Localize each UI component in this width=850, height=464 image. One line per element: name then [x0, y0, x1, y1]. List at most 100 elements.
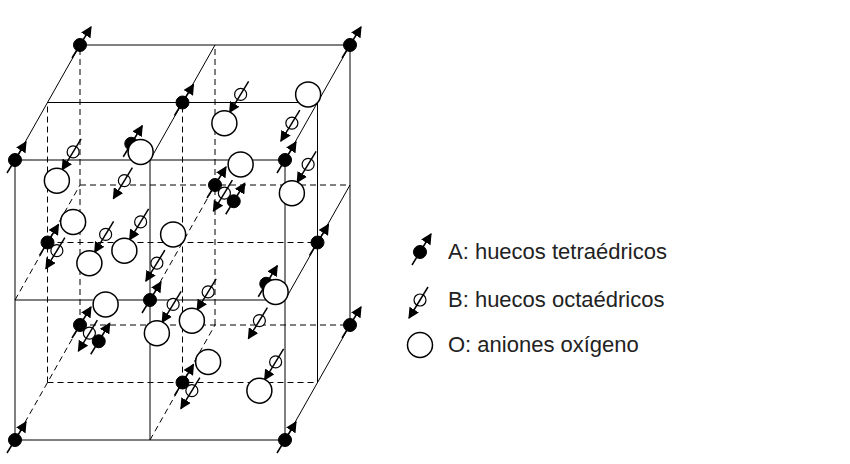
tetrahedral-site	[311, 236, 324, 249]
spin-arrow	[46, 238, 65, 269]
spin-arrow	[113, 168, 132, 199]
lattice-atom	[91, 323, 110, 354]
spin-arrow	[342, 27, 361, 58]
cell-edge	[80, 45, 350, 46]
lattice-atom	[112, 238, 137, 263]
legend-symbol	[398, 230, 442, 274]
spin-arrow	[181, 378, 200, 409]
cell-edges	[15, 45, 350, 440]
tetrahedral-site	[344, 39, 357, 52]
oxygen-anion	[61, 209, 86, 234]
tetrahedral-site	[344, 319, 357, 332]
lattice-atom	[61, 209, 86, 234]
lattice-atom	[228, 152, 253, 177]
spin-arrow	[248, 308, 267, 339]
oxygen-anion	[196, 349, 221, 374]
spin-arrow	[72, 27, 91, 58]
spin-arrow	[62, 139, 81, 170]
lattice-atom	[128, 139, 153, 164]
legend-label: O: aniones oxígeno	[448, 332, 639, 358]
spin-arrow	[297, 151, 316, 182]
lattice-atom	[7, 142, 26, 173]
tetrahedral-site	[279, 434, 292, 447]
spin-arrow	[146, 250, 165, 281]
oxygen-anion	[93, 292, 118, 317]
tetrahedral-site	[279, 154, 292, 167]
lattice-atom	[175, 85, 194, 116]
spin-arrow	[226, 183, 245, 214]
lattice-atom	[162, 291, 181, 322]
oxygen-anion	[212, 111, 237, 136]
lattice-atom	[230, 81, 249, 112]
spin-arrow	[412, 234, 431, 265]
oxygen-anion	[161, 222, 186, 247]
spin-arrow	[310, 225, 329, 256]
lattice-atom	[263, 279, 288, 304]
cell-edge	[350, 45, 351, 325]
oxygen-anion	[112, 238, 137, 263]
tetrahedral-site	[9, 154, 22, 167]
lattice-atom	[265, 349, 284, 380]
spin-arrow	[277, 142, 296, 173]
oxygen-anion	[408, 333, 433, 358]
oxygen-anion	[144, 321, 169, 346]
lattice-atom	[196, 349, 221, 374]
lattice-atom	[95, 221, 114, 252]
spin-arrow	[95, 221, 114, 252]
cell-atoms	[7, 27, 361, 453]
spin-arrow	[281, 110, 300, 141]
lattice-atom	[279, 181, 304, 206]
oxygen-anion	[228, 152, 253, 177]
tetrahedral-site	[144, 294, 157, 307]
legend-symbol	[398, 278, 442, 322]
spin-arrow	[130, 209, 149, 240]
tetrahedral-site	[414, 246, 427, 259]
spin-arrow	[342, 307, 361, 338]
tetrahedral-site	[9, 434, 22, 447]
lattice-atom	[342, 27, 361, 58]
oxygen-anion	[279, 181, 304, 206]
oxygen-anion	[296, 82, 321, 107]
lattice-atom	[310, 225, 329, 256]
lattice-atom	[296, 82, 321, 107]
legend-label: B: huecos octaédricos	[448, 287, 664, 313]
spin-arrow	[7, 422, 26, 453]
lattice-atom	[277, 142, 296, 173]
spin-arrow	[265, 349, 284, 380]
oxygen-anion	[263, 279, 288, 304]
tetrahedral-site	[92, 335, 105, 348]
lattice-atom	[342, 307, 361, 338]
lattice-atom	[144, 321, 169, 346]
oxygen-anion	[179, 308, 204, 333]
spin-arrow	[409, 287, 428, 318]
lattice-atom	[297, 151, 316, 182]
tetrahedral-site	[176, 96, 189, 109]
lattice-atom	[130, 209, 149, 240]
tetrahedral-site	[227, 195, 240, 208]
spin-arrow	[175, 85, 194, 116]
lattice-atom	[113, 168, 132, 199]
lattice-atom	[277, 422, 296, 453]
lattice-atom	[142, 282, 161, 313]
spin-arrow	[197, 279, 216, 310]
lattice-atom	[248, 308, 267, 339]
lattice-atom	[247, 378, 272, 403]
lattice-atom	[197, 279, 216, 310]
legend-entry: O: aniones oxígeno	[398, 323, 639, 367]
lattice-atom	[77, 251, 102, 276]
lattice-atom	[7, 422, 26, 453]
lattice-atom	[181, 378, 200, 409]
lattice-atom	[62, 139, 81, 170]
lattice-atom	[146, 250, 165, 281]
lattice-atom	[212, 111, 237, 136]
spin-arrow	[7, 142, 26, 173]
legend-entry: A: huecos tetraédricos	[398, 230, 667, 274]
lattice-atom	[72, 27, 91, 58]
oxygen-anion	[44, 168, 69, 193]
spin-arrow	[142, 282, 161, 313]
lattice-atom	[281, 110, 300, 141]
lattice-atom	[179, 308, 204, 333]
legend-entry: B: huecos octaédricos	[398, 278, 664, 322]
